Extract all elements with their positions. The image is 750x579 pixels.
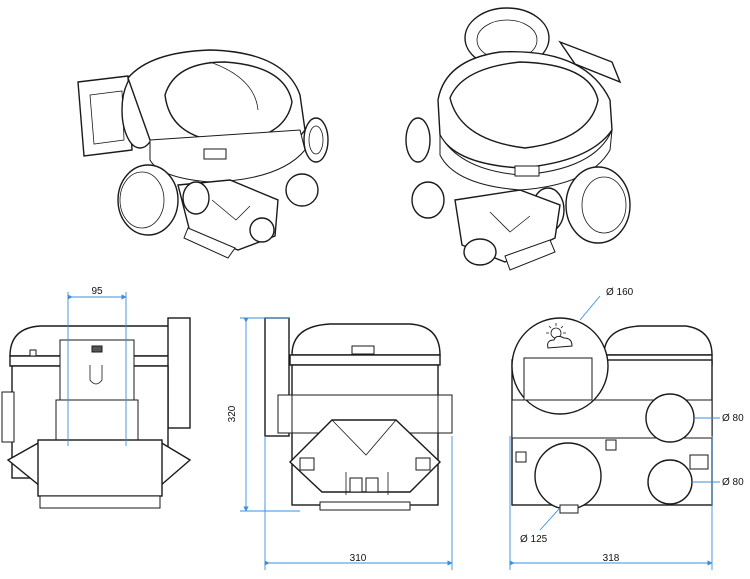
isometric-view-left	[77, 49, 329, 259]
dim-label-diameter-160: Ø 160	[606, 287, 634, 298]
sun-cloud-icon	[546, 323, 573, 349]
side-view-left	[1, 292, 192, 509]
dim-label-95: 95	[91, 286, 103, 297]
dim-label-310: 310	[350, 553, 367, 564]
dim-label-diameter-80-lower: Ø 80	[722, 477, 744, 488]
dim-label-320: 320	[227, 405, 238, 422]
front-view-middle	[240, 317, 453, 570]
dim-label-diameter-80-upper: Ø 80	[722, 413, 744, 424]
dim-label-diameter-125: Ø 125	[520, 534, 548, 545]
front-view-right	[509, 295, 720, 570]
isometric-view-right	[405, 7, 631, 271]
dim-label-318: 318	[603, 553, 620, 564]
